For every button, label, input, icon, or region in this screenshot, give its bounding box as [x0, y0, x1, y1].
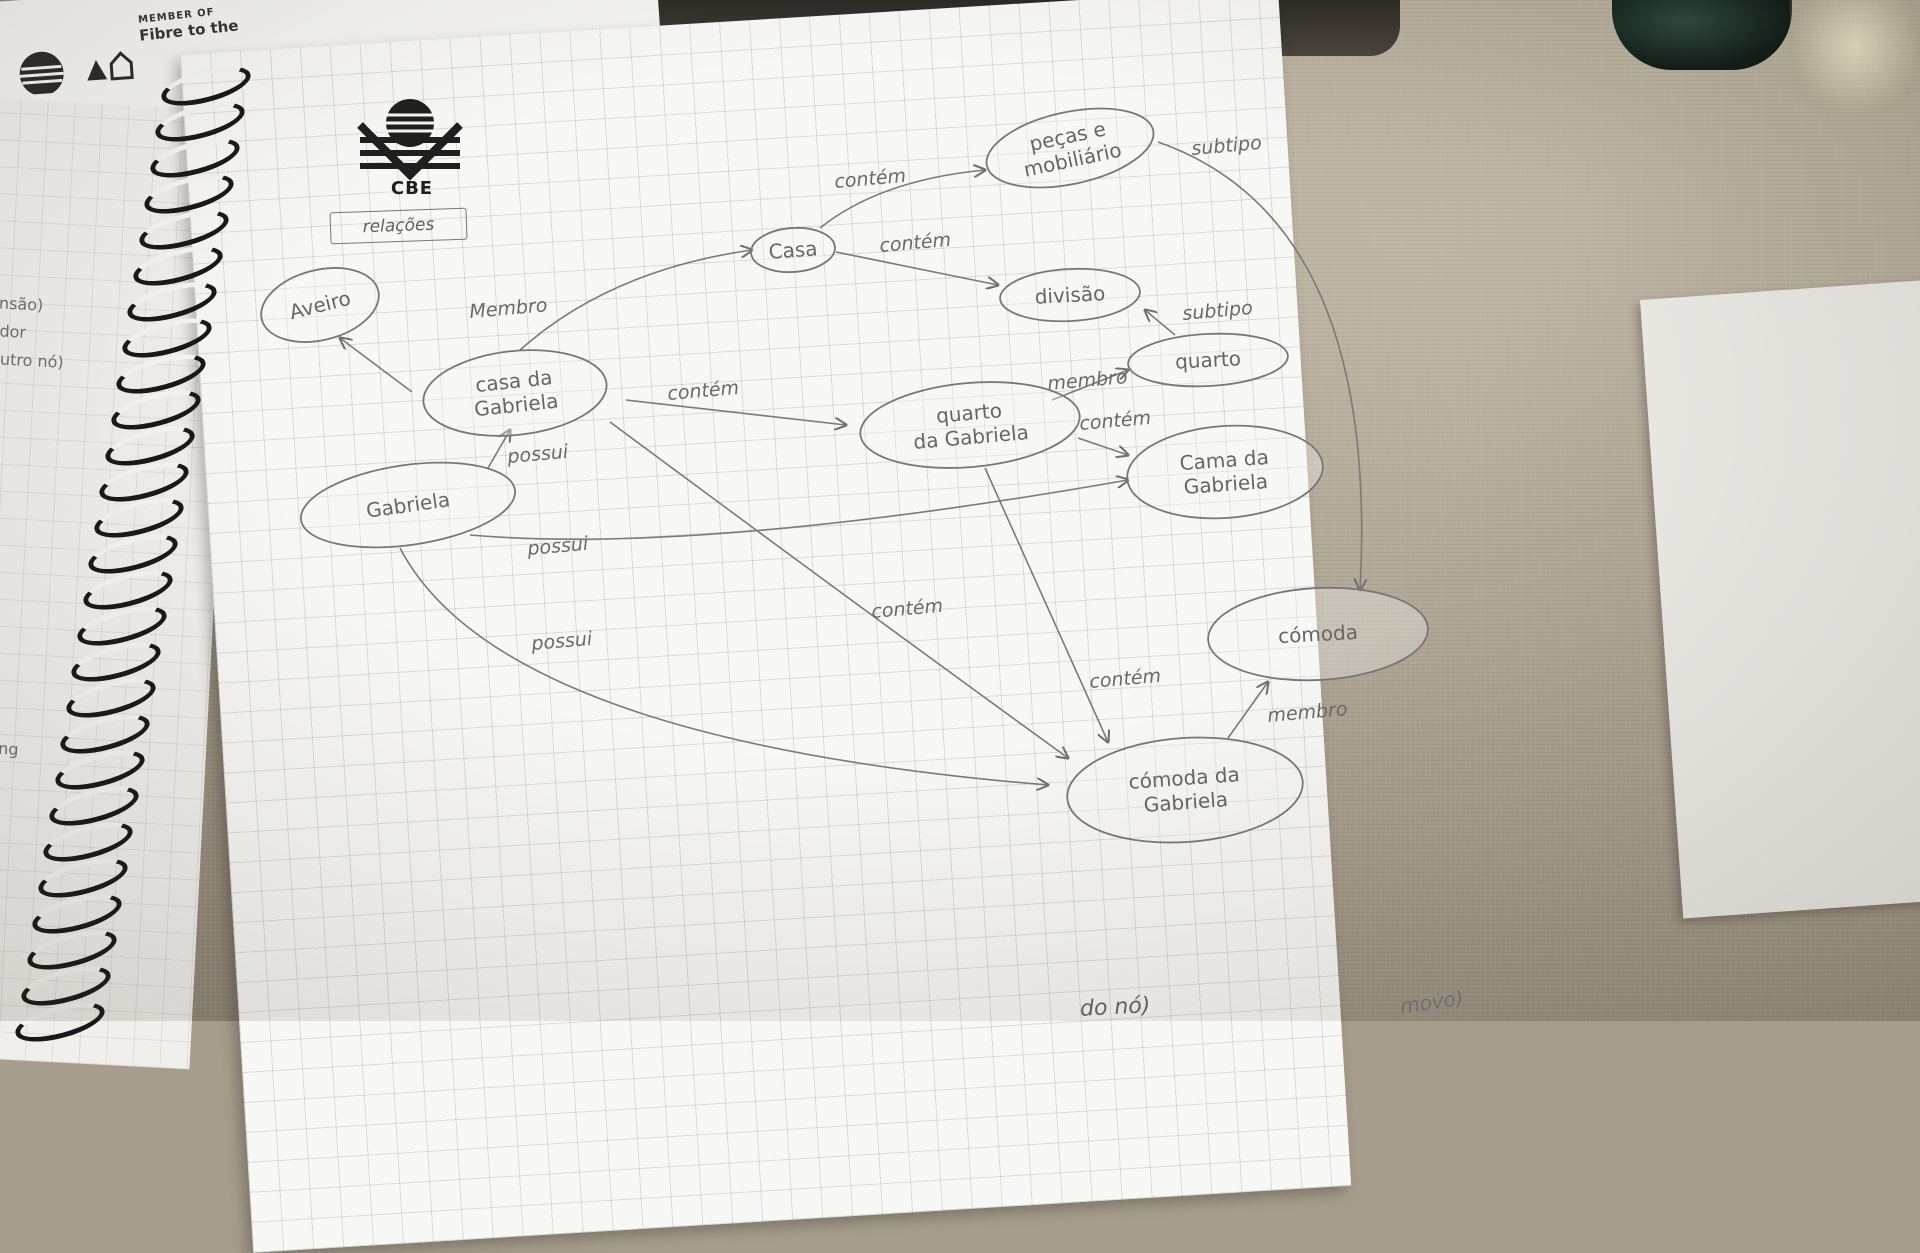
node-outline	[1126, 424, 1324, 520]
node-casa: Casa	[750, 226, 836, 274]
edge-quarto-da-gabriela-to-comoda-da-gabriela	[984, 467, 1108, 742]
node-outline	[1127, 332, 1289, 388]
back-notebook: MEMBER OF Fibre to the	[0, 0, 664, 125]
edge-gabriela-to-comoda-da-gabriela	[399, 547, 1048, 785]
edge-label: possui	[526, 533, 590, 560]
edge-label: contém	[834, 165, 907, 193]
globe-logo-icon	[19, 51, 134, 96]
node-label: divisão	[1034, 281, 1106, 309]
edge-label: contém	[871, 595, 944, 623]
node-label: quarto	[935, 398, 1003, 428]
edge-label: membro	[1267, 698, 1349, 727]
edge-label: contém	[879, 229, 952, 257]
node-outline	[999, 267, 1141, 323]
node-aveiro: Aveiro	[260, 267, 380, 343]
edge-gabriela-to-cama-da-gabriela	[469, 480, 1128, 540]
node-divisao: divisão	[999, 267, 1141, 323]
edge-label: subtipo	[1191, 132, 1263, 160]
edge-label: subtipo	[1182, 297, 1254, 325]
edge-label: possui	[530, 628, 594, 655]
ink-bottle	[1612, 0, 1792, 70]
edge-comoda-da-gabriela-to-comoda	[1227, 682, 1268, 739]
node-outline	[1207, 586, 1429, 682]
node-comoda: cómoda	[1207, 586, 1429, 682]
edge-label: contém	[667, 377, 740, 405]
node-label: Casa	[768, 236, 818, 263]
node-outline	[260, 267, 380, 343]
edge-label: possui	[506, 441, 570, 468]
edge-label: membro	[1047, 366, 1129, 395]
edge-casa-da-gabriela-to-comoda-da-gabriela	[609, 421, 1068, 758]
edge-label: Membro	[469, 294, 549, 323]
node-label: quarto	[1174, 346, 1241, 373]
node-label: Gabriela	[1143, 787, 1229, 817]
glass	[1790, 0, 1920, 115]
cbe-globe-icon	[357, 99, 463, 181]
edge-pecas-mobiliario-to-comoda	[1157, 141, 1362, 590]
edge-quarto-to-divisao	[1145, 310, 1176, 336]
bottom-note: do nó)	[1079, 993, 1152, 1022]
edge-label: contém	[1079, 407, 1152, 435]
node-outline	[985, 107, 1155, 189]
edge-casa-da-gabriela-to-quarto-da-gabriela	[625, 399, 846, 425]
edge-casa-da-gabriela-to-aveiro	[340, 338, 413, 393]
edges-layer: Membro possui contém contém subtipo subtipo co…	[340, 132, 1362, 785]
edge-casa-da-gabriela-to-casa	[519, 250, 752, 351]
node-label: cómoda	[1277, 620, 1358, 648]
node-label: Gabriela	[1183, 469, 1269, 499]
edge-quarto-da-gabriela-to-cama-da-gabriela	[1077, 437, 1128, 455]
node-outline	[750, 226, 836, 274]
node-outline	[300, 461, 516, 549]
edge-quarto-da-gabriela-to-quarto	[1051, 370, 1128, 401]
edge-casa-to-pecas-mobiliario	[819, 170, 985, 229]
edge-label: contém	[1089, 665, 1162, 693]
relations-diagram: Membro possui contém contém subtipo subtipo co…	[260, 107, 1429, 844]
node-gabriela: Gabriela	[300, 461, 516, 549]
node-outline	[859, 381, 1081, 469]
cbe-logo	[355, 95, 465, 189]
node-quarto: quarto	[1127, 332, 1289, 388]
node-outline	[422, 349, 608, 437]
node-outline	[1066, 736, 1304, 844]
back-logo: MEMBER OF Fibre to the	[0, 7, 239, 101]
logo-text: CBE	[390, 178, 434, 199]
edge-casa-to-divisao	[835, 251, 998, 285]
